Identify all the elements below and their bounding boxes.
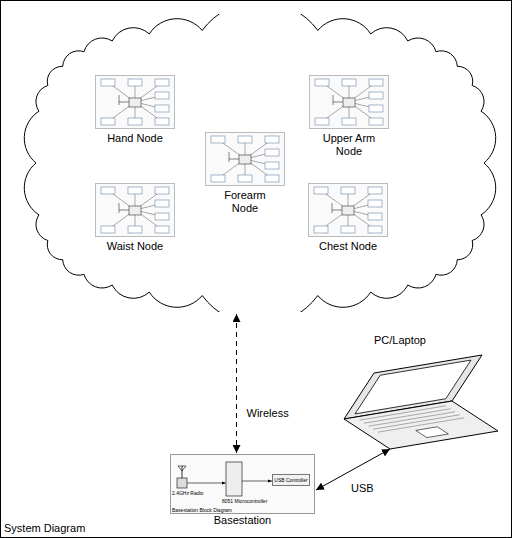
block-box: USB Controller (272, 474, 310, 486)
sensor-node: Upper Arm Node (309, 75, 389, 158)
sensor-node: Waist Node (95, 183, 175, 253)
network-cloud: Hand Node Upper Arm NodeForearm NodeWaist… (20, 14, 500, 312)
node-block-diagram (205, 132, 285, 186)
wireless-link (236, 314, 237, 453)
node-label: Upper Arm Node (320, 132, 378, 158)
node-block-diagram (95, 75, 175, 129)
node-label: Hand Node (95, 132, 175, 145)
node-label: PC/Laptop (338, 334, 503, 347)
sensor-node: Forearm Node (205, 132, 285, 215)
node-label: Forearm Node (216, 189, 274, 215)
sensor-node: Hand Node (95, 75, 175, 145)
block-label: 8051 Microcontroller (222, 498, 267, 504)
diagram-title-tab: System Diagram (4, 522, 85, 535)
block-label: 2.4GHz Radio (172, 490, 203, 496)
block-label: Basestation Block Diagram (172, 507, 232, 513)
node-block-diagram (308, 183, 388, 237)
connector-label: Wireless (245, 407, 291, 420)
node-label: Waist Node (95, 240, 175, 253)
computer-node: PC/Laptop (338, 334, 503, 451)
sensor-node: Chest Node (308, 183, 388, 253)
node-label: Basestation (170, 514, 315, 527)
node-block-diagram (309, 75, 389, 129)
node-label: Chest Node (308, 240, 388, 253)
node-label: USB Controller (274, 477, 308, 483)
connector-label: USB (349, 482, 376, 495)
node-block-diagram (95, 183, 175, 237)
laptop-icon (338, 347, 503, 451)
